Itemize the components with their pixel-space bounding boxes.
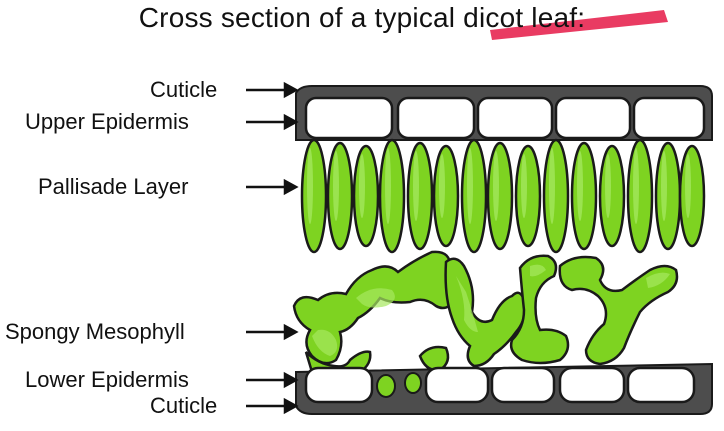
palisade-cell xyxy=(654,141,682,251)
spongy-cell xyxy=(418,345,450,372)
lower-epidermis-cell xyxy=(626,366,696,404)
label-pallisade-layer: Pallisade Layer xyxy=(38,174,189,199)
palisade-cells xyxy=(300,138,706,254)
lower-epidermis-cell xyxy=(490,366,556,404)
lower-epidermis-cells xyxy=(304,366,696,404)
palisade-cell xyxy=(352,144,380,248)
spongy-cell xyxy=(356,288,395,308)
label-arrows xyxy=(246,81,299,415)
spongy-cell xyxy=(509,254,570,365)
palisade-cell-highlight xyxy=(307,148,313,224)
upper-epidermis-cell xyxy=(554,96,632,140)
palisade-cell-highlight xyxy=(467,148,473,224)
palisade-cell xyxy=(378,138,406,254)
palisade-cell-highlight xyxy=(521,154,527,218)
label-cuticle-top: Cuticle xyxy=(150,77,218,102)
upper-epidermis-cell xyxy=(476,96,554,140)
diagram-title: Cross section of a typical dicot leaf: xyxy=(138,2,586,33)
palisade-cell-highlight xyxy=(685,154,691,218)
lower-epidermis-cell xyxy=(558,366,626,404)
upper-epidermis-cell xyxy=(304,96,394,140)
highlight-mark xyxy=(490,10,668,40)
palisade-cell-highlight xyxy=(493,151,499,221)
palisade-cell xyxy=(406,141,434,251)
label-upper-epidermis: Upper Epidermis xyxy=(25,109,189,134)
palisade-cell-highlight xyxy=(385,148,391,224)
palisade-cell xyxy=(542,138,570,254)
lower-epidermis-cell xyxy=(304,366,374,404)
arrowhead-icon xyxy=(283,178,299,196)
palisade-cell xyxy=(432,144,460,248)
upper-epidermis-cells xyxy=(304,96,706,140)
palisade-cell xyxy=(678,144,706,248)
palisade-cell-highlight xyxy=(577,151,583,221)
spongy-cell xyxy=(646,272,670,288)
spongy-cell xyxy=(312,329,338,356)
palisade-cell xyxy=(326,141,354,251)
arrowhead-icon xyxy=(283,113,299,131)
palisade-cell-highlight xyxy=(333,151,339,221)
palisade-cell xyxy=(460,138,488,254)
palisade-cell xyxy=(300,138,328,254)
spongy-mesophyll-cells xyxy=(292,250,679,374)
spongy-cell xyxy=(292,250,461,365)
palisade-cell xyxy=(626,138,654,254)
label-spongy-mesophyll: Spongy Mesophyll xyxy=(5,319,185,344)
palisade-cell-highlight xyxy=(661,151,667,221)
palisade-cell xyxy=(598,144,626,248)
guard-cell-right xyxy=(404,372,422,394)
palisade-cell-highlight xyxy=(413,151,419,221)
palisade-cell xyxy=(570,141,598,251)
guard-cell-left xyxy=(376,374,396,398)
palisade-cell-highlight xyxy=(605,154,611,218)
upper-epidermis-cell xyxy=(396,96,476,140)
arrowhead-icon xyxy=(283,371,299,389)
palisade-cell xyxy=(486,141,514,251)
lower-epidermis-cell xyxy=(424,366,490,404)
label-lower-epidermis: Lower Epidermis xyxy=(25,367,189,392)
palisade-cell xyxy=(514,144,542,248)
spongy-cell xyxy=(456,276,478,332)
arrowhead-icon xyxy=(283,397,299,415)
upper-epidermis-cell xyxy=(632,96,706,140)
arrowhead-icon xyxy=(283,323,299,341)
arrowhead-icon xyxy=(283,81,299,99)
palisade-cell-highlight xyxy=(359,154,365,218)
palisade-cell-highlight xyxy=(549,148,555,224)
palisade-cell-highlight xyxy=(633,148,639,224)
label-cuticle-bottom: Cuticle xyxy=(150,393,218,418)
palisade-cell-highlight xyxy=(439,154,445,218)
spongy-cell xyxy=(530,264,546,277)
